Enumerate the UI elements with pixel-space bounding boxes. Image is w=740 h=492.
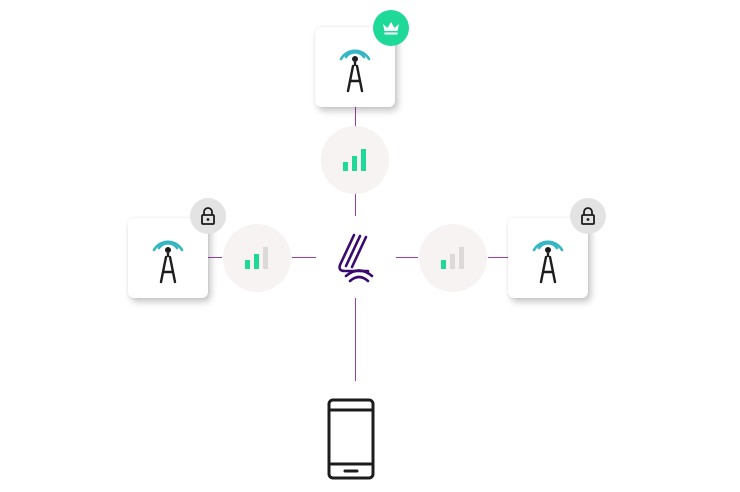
signal-bar-2 [352, 156, 357, 171]
cell-tower-icon [152, 240, 184, 284]
tower-card-left [128, 218, 208, 298]
signal-indicator-left [223, 224, 291, 292]
signal-bar-1 [343, 162, 348, 171]
device-phone [327, 398, 375, 485]
connector-left-hub [292, 257, 316, 258]
connector-top [355, 104, 356, 126]
lock-icon [581, 207, 595, 225]
connector-right-hub [396, 257, 418, 258]
cell-tower-icon [532, 240, 564, 284]
cell-tower-icon [339, 49, 371, 93]
signal-bar-1 [441, 260, 446, 269]
signal-bar-3 [459, 247, 464, 269]
signal-bar-1 [245, 260, 250, 269]
signal-indicator-right [419, 224, 487, 292]
connector-hub-device [355, 298, 356, 381]
signal-bar-3 [263, 247, 268, 269]
tower-card-right [508, 218, 588, 298]
lock-badge-left [190, 198, 226, 234]
lock-badge-right [570, 198, 606, 234]
signal-bar-2 [450, 254, 455, 269]
connector-right-card [488, 257, 508, 258]
signal-bar-3 [361, 149, 366, 171]
signal-bar-2 [254, 254, 259, 269]
signal-bars-icon [441, 247, 464, 269]
signal-bars-icon [245, 247, 268, 269]
crown-badge [373, 10, 409, 46]
brand-logo-icon [338, 233, 374, 283]
signal-indicator-top [321, 126, 389, 194]
connector-top-hub [355, 194, 356, 216]
lock-icon [201, 207, 215, 225]
crown-icon [383, 22, 399, 35]
network-hub [324, 226, 388, 290]
connector-left-card [208, 257, 222, 258]
signal-bars-icon [343, 149, 366, 171]
smartphone-icon [327, 398, 375, 480]
